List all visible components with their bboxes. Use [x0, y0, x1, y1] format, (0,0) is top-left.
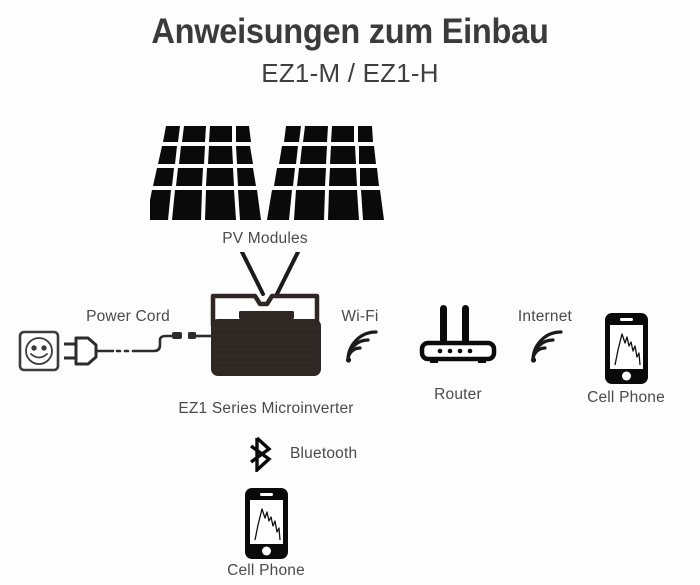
router-icon: [418, 303, 498, 365]
power-plug-icon: [62, 330, 212, 372]
pv-to-inverter-connector: [230, 252, 310, 297]
wifi-signal-icon: [529, 330, 563, 364]
page-subtitle: EZ1-M / EZ1-H: [261, 58, 439, 88]
wifi-signal-icon: [344, 330, 378, 364]
cell-phone-bottom-label: Cell Phone: [227, 562, 305, 579]
cell-phone-icon: [244, 487, 289, 560]
solar-panel-icon: [150, 122, 390, 227]
page-title: Anweisungen zum Einbau: [151, 12, 549, 51]
bluetooth-label: Bluetooth: [290, 445, 358, 462]
cell-phone-icon: [604, 312, 649, 385]
microinverter-icon: [205, 290, 327, 378]
wifi-label: Wi-Fi: [341, 308, 379, 325]
bluetooth-icon: [247, 436, 277, 472]
router-label: Router: [434, 386, 482, 403]
power-outlet-icon: [18, 330, 60, 372]
internet-label: Internet: [517, 308, 573, 325]
cell-phone-right-label: Cell Phone: [587, 389, 665, 406]
microinverter-label: EZ1 Series Microinverter: [178, 400, 354, 417]
pv-modules-label: PV Modules: [222, 230, 308, 247]
power-cord-label: Power Cord: [86, 308, 170, 325]
